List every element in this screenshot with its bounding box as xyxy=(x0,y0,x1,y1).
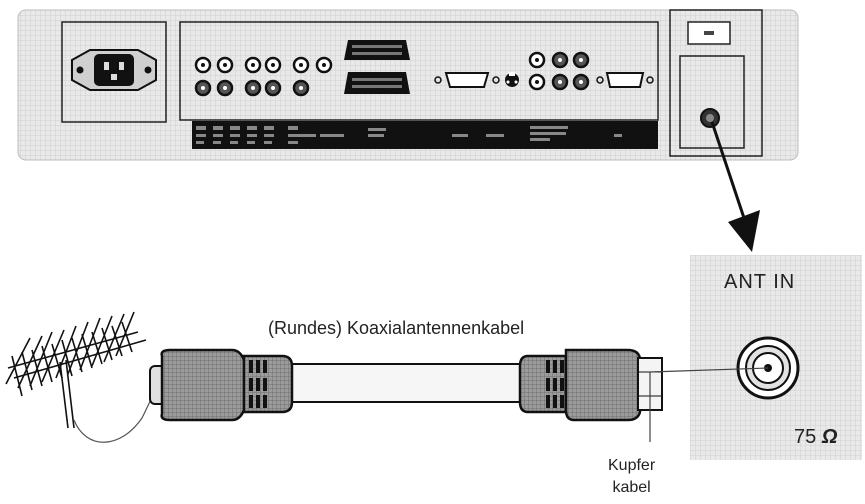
power-socket-icon xyxy=(71,49,157,91)
antenna-subpanel xyxy=(679,55,745,149)
coax-cable xyxy=(149,348,663,422)
impedance-label: 75 Ω xyxy=(794,426,837,449)
copper-core-line xyxy=(649,367,769,442)
connector-section xyxy=(179,21,659,121)
copper-cable-label: Kupfer kabel xyxy=(608,455,655,499)
copper-label-line1: Kupfer xyxy=(608,457,656,474)
antenna-icon xyxy=(5,311,147,429)
vga-port-icon-right xyxy=(596,72,654,88)
tv-rear-panel xyxy=(17,9,799,161)
impedance-value: 75 xyxy=(794,426,817,448)
ant-in-label: ANT IN xyxy=(724,271,796,293)
ant-in-detail xyxy=(690,255,862,460)
plug-left xyxy=(149,348,294,422)
rca-jack-icon-right xyxy=(528,51,590,91)
arrow-icon xyxy=(710,121,760,252)
rca-jack-icon xyxy=(194,56,333,97)
plug-right xyxy=(518,348,663,422)
antenna-lead-wire xyxy=(73,379,161,443)
cable-body xyxy=(281,363,537,403)
cable-label: (Rundes) Koaxialantennenkabel xyxy=(268,318,525,338)
coax-socket-small-icon xyxy=(700,108,720,128)
vga-port-icon xyxy=(434,72,500,88)
copper-label-line2: kabel xyxy=(612,479,651,496)
svideo-port-icon xyxy=(505,72,519,87)
connector-legend-strip xyxy=(192,121,658,149)
scart-connector-icon xyxy=(344,40,410,94)
impedance-unit: Ω xyxy=(821,426,838,448)
